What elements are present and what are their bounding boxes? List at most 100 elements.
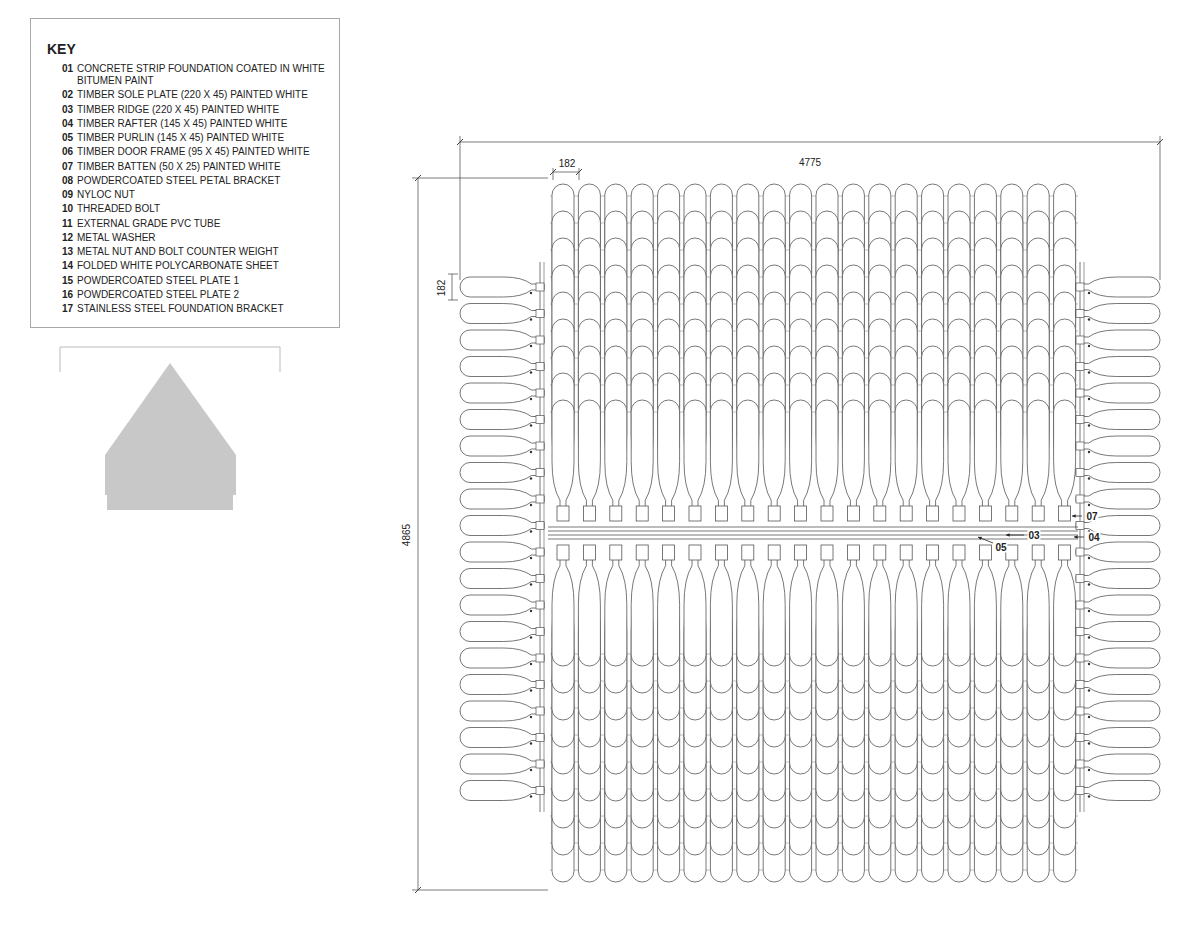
roof-petal	[658, 548, 680, 666]
bolt-dot	[1088, 477, 1090, 479]
key-description: TIMBER PURLIN (145 X 45) PAINTED WHITE	[77, 132, 327, 144]
roof-petal	[1054, 400, 1076, 518]
batten-line	[550, 816, 1078, 817]
roof-petal	[684, 400, 706, 518]
key-description: NYLOC NUT	[77, 189, 327, 201]
roof-petal	[631, 400, 653, 518]
key-description: STAINLESS STEEL FOUNDATION BRACKET	[77, 303, 327, 315]
batten-line	[550, 412, 1078, 413]
bolt-dot	[1088, 398, 1090, 400]
side-petal	[460, 569, 544, 589]
side-petal	[460, 595, 544, 615]
dimension-tick	[550, 169, 556, 175]
dimension-line	[452, 274, 453, 300]
roof-petal	[895, 400, 917, 518]
dimension-line	[460, 142, 1160, 143]
callout-leaders	[978, 514, 1084, 543]
callout-number: 03	[1027, 530, 1040, 541]
petal-bracket	[536, 760, 544, 768]
bolt-dot	[530, 371, 532, 373]
petal-bracket	[742, 506, 754, 521]
petal-bracket	[1059, 545, 1071, 560]
roof-petal	[842, 400, 864, 518]
petal-bracket	[874, 506, 886, 521]
roof-petal	[1001, 548, 1023, 666]
bolt-dot	[530, 451, 532, 453]
key-description: METAL NUT AND BOLT COUNTER WEIGHT	[77, 246, 327, 258]
side-petal	[1076, 357, 1160, 377]
key-row: 01CONCRETE STRIP FOUNDATION COATED IN WH…	[62, 63, 331, 87]
petal-bracket	[1076, 363, 1084, 371]
key-number: 02	[62, 89, 77, 101]
petal-bracket	[900, 545, 912, 560]
key-row: 16POWDERCOATED STEEL PLATE 2	[62, 289, 331, 301]
ridge-line	[548, 539, 1078, 540]
side-petal	[460, 304, 544, 324]
petal-bracket	[1076, 548, 1084, 556]
roof-petal	[895, 548, 917, 666]
petal-bracket	[1076, 469, 1084, 477]
side-petal	[460, 781, 544, 801]
roof-petal	[948, 400, 970, 518]
petal-bracket	[536, 442, 544, 450]
dimension-line	[448, 300, 458, 301]
bolt-dot	[1088, 292, 1090, 294]
dimension-text: 182	[558, 158, 577, 169]
petal-bracket	[536, 389, 544, 397]
petal-bracket	[536, 681, 544, 689]
petal-bracket	[536, 654, 544, 662]
bolt-dot	[530, 769, 532, 771]
dimension-tick	[415, 175, 421, 181]
petal-bracket	[663, 506, 675, 521]
petal-bracket	[610, 545, 622, 560]
dimension-line	[579, 168, 580, 180]
roof-petal	[763, 548, 785, 666]
bolt-dot	[1088, 689, 1090, 691]
roof-petal	[605, 400, 627, 518]
side-petal	[460, 357, 544, 377]
petal-bracket	[795, 545, 807, 560]
key-description: POWDERCOATED STEEL PLATE 1	[77, 275, 327, 287]
petal-bracket	[536, 416, 544, 424]
key-number: 01	[62, 63, 77, 87]
side-petal	[460, 542, 544, 562]
petal-bracket	[536, 548, 544, 556]
leader-arrowhead	[1072, 514, 1076, 517]
batten-line	[550, 708, 1078, 709]
batten-line	[550, 681, 1078, 682]
callout-number: 05	[994, 542, 1007, 553]
key-number: 14	[62, 260, 77, 272]
dimension-line	[553, 168, 554, 180]
bolt-dot	[1088, 636, 1090, 638]
roof-petal	[552, 548, 574, 666]
house-silhouette	[105, 363, 236, 510]
petal-bracket	[536, 363, 544, 371]
ridge-assembly	[548, 506, 1078, 560]
roof-petal	[631, 548, 653, 666]
petal-bracket	[927, 545, 939, 560]
key-row: 14FOLDED WHITE POLYCARBONATE SHEET	[62, 260, 331, 272]
side-petal	[1076, 542, 1160, 562]
side-petal	[460, 489, 544, 509]
key-number: 16	[62, 289, 77, 301]
petal-cladding	[460, 184, 1160, 882]
roof-petal	[1027, 548, 1049, 666]
petal-bracket	[742, 545, 754, 560]
petal-bracket	[1032, 506, 1044, 521]
key-number: 11	[62, 218, 77, 230]
dimension-tick	[415, 887, 421, 893]
petal-bracket	[610, 506, 622, 521]
key-row: 12METAL WASHER	[62, 232, 331, 244]
batten-line	[550, 385, 1078, 386]
petal-bracket	[536, 522, 544, 530]
petal-bracket	[1076, 707, 1084, 715]
petal-bracket	[821, 545, 833, 560]
petal-bracket	[953, 506, 965, 521]
petal-bracket	[1006, 545, 1018, 560]
batten-line	[550, 358, 1078, 359]
key-title: KEY	[47, 41, 331, 57]
dimension-text: 4865	[401, 523, 412, 547]
batten-line	[550, 277, 1078, 278]
key-row: 15POWDERCOATED STEEL PLATE 1	[62, 275, 331, 287]
bolt-dot	[1088, 557, 1090, 559]
